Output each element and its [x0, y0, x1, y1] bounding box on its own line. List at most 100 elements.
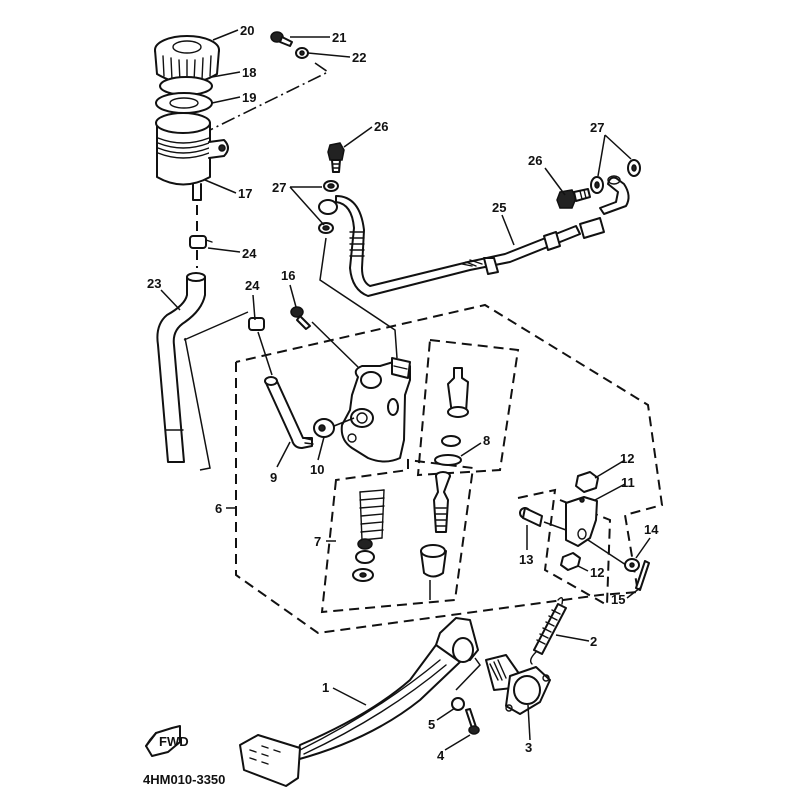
nut-12-upper: [575, 471, 599, 493]
pivot-shaft-3: [485, 654, 551, 715]
leader-18: [211, 71, 241, 78]
washer-22: [295, 47, 309, 59]
callout-5: 5: [428, 717, 435, 732]
leader-5: [436, 707, 456, 721]
boot: [420, 544, 447, 578]
leader-24b: [252, 294, 256, 321]
pin-leader-line: [543, 521, 627, 566]
callout-15: 15: [611, 592, 625, 607]
leader-12a: [594, 459, 626, 479]
clamp-24-leader-line: [257, 331, 273, 376]
leader-26b: [544, 167, 566, 196]
fwd-label: FWD: [159, 734, 189, 749]
banjo-leader-line: [319, 237, 398, 359]
bracket-leader-22: [209, 62, 330, 131]
leader-23: [160, 289, 181, 311]
leader-4: [444, 734, 471, 751]
clamp-24-upper: [189, 235, 213, 249]
callout-12-upper: 12: [620, 451, 634, 466]
leader-22: [307, 52, 351, 58]
leader-3: [527, 704, 531, 741]
forward-direction-badge: FWD: [145, 725, 189, 757]
piston-cup: [441, 435, 461, 447]
seal-7b: [355, 550, 375, 564]
callout-24-upper: 24: [242, 246, 257, 261]
callout-21: 21: [332, 30, 346, 45]
callout-26-right: 26: [528, 153, 542, 168]
callout-22: 22: [352, 50, 366, 65]
bolt-16-leader-line: [311, 321, 359, 368]
return-spring-2: [529, 597, 567, 665]
callout-24-lower: 24: [245, 278, 260, 293]
bolt-16: [290, 306, 311, 330]
washer-27-right-b: [627, 159, 641, 177]
grommet-leader-line: [333, 417, 355, 427]
leader-2: [555, 634, 590, 642]
assembly-7-boundary: [320, 458, 475, 614]
grommet-10: [313, 418, 335, 438]
leader-10: [317, 436, 325, 461]
clevis-11: [565, 496, 598, 547]
reservoir-tank-17: [155, 112, 229, 201]
callout-27-left: 27: [272, 180, 286, 195]
hose-23-bracket: [183, 311, 249, 471]
circlip-8: [434, 454, 462, 466]
reservoir-hose-23: [156, 272, 206, 463]
brake-hose-25: [318, 175, 630, 297]
bolt-26-right: [556, 188, 591, 209]
callout-1: 1: [322, 680, 329, 695]
callout-26-left: 26: [374, 119, 388, 134]
callout-10: 10: [310, 462, 324, 477]
leader-27a: [289, 186, 325, 226]
pin-13: [519, 507, 543, 527]
leader-16: [289, 284, 297, 308]
seal-7a: [357, 538, 373, 550]
callout-25: 25: [492, 200, 506, 215]
leader-19: [211, 96, 241, 104]
washer-27-left-upper: [323, 180, 339, 192]
brake-pedal-1: [239, 617, 479, 787]
callout-7: 7: [314, 534, 321, 549]
spring-7: [359, 489, 385, 541]
callout-23: 23: [147, 276, 161, 291]
reservoir-cap-20: [154, 35, 220, 84]
callout-4: 4: [437, 748, 445, 763]
push-rod: [433, 471, 451, 533]
callout-20: 20: [240, 23, 254, 38]
callout-16: 16: [281, 268, 295, 283]
callout-14: 14: [644, 522, 659, 537]
leader-20: [212, 29, 239, 41]
callout-17: 17: [238, 186, 252, 201]
inner-boundary-piston: [416, 338, 520, 477]
callout-2: 2: [590, 634, 597, 649]
callout-12-lower: 12: [590, 565, 604, 580]
seal-7c: [352, 568, 374, 582]
callout-27-right: 27: [590, 120, 604, 135]
bolt-21: [270, 31, 293, 47]
washer-14: [624, 558, 640, 572]
leader-12b: [577, 565, 589, 572]
washer-5: [451, 697, 465, 711]
leader-27b: [597, 134, 632, 177]
washer-27-left-lower: [318, 222, 334, 234]
washer-27-right-a: [590, 176, 604, 194]
leader-25: [501, 214, 515, 246]
clamp-24-lower: [248, 317, 265, 331]
callout-19: 19: [242, 90, 256, 105]
leader-8: [460, 442, 482, 457]
assembly-boundaries: [235, 303, 664, 635]
hose-joint-9: [264, 376, 314, 449]
leader-24a: [207, 247, 241, 253]
leader-1: [332, 687, 367, 706]
leader-11: [594, 483, 626, 501]
callout-13: 13: [519, 552, 533, 567]
leader-9: [276, 441, 291, 468]
leader-26a: [343, 126, 373, 148]
bolt-4: [465, 708, 480, 735]
nut-12-lower: [560, 552, 581, 571]
assembly-6-boundary: [235, 303, 664, 635]
callout-11: 11: [621, 475, 635, 490]
callout-6: 6: [215, 501, 222, 516]
pedal-bracket-line: [455, 657, 481, 691]
callout-9: 9: [270, 470, 277, 485]
